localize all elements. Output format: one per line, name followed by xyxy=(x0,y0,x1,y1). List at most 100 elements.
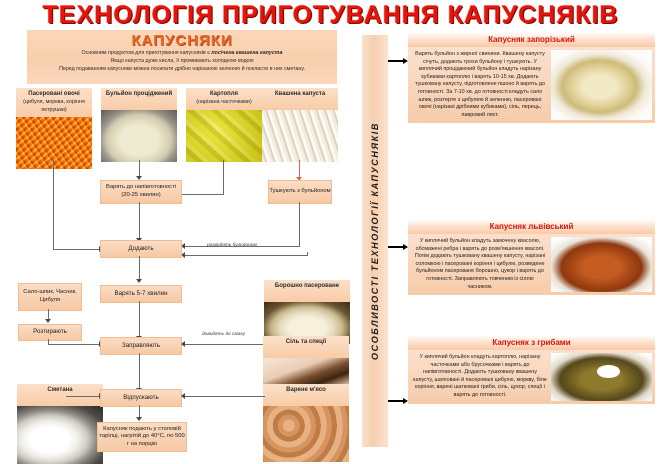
step-final-serving: Капусняк подають у столовій тарілці, наг… xyxy=(97,422,187,452)
flow-line-stew-left xyxy=(185,246,300,248)
ingredient-caption: Варене м'ясо xyxy=(263,384,349,406)
flow-line-kraut-down xyxy=(299,160,301,179)
arrowhead-recipe-1 xyxy=(403,57,408,64)
recipe-title: Капусняк запорізький xyxy=(408,32,655,47)
flow-line-lard-down xyxy=(48,309,50,321)
arrowhead-to-add-right-1 xyxy=(181,243,185,249)
ingredient-photo xyxy=(262,110,338,162)
recipe-panel-zaporizkyi: Капусняк запорізький Варять бульйон з жи… xyxy=(408,32,655,124)
intro-line-1: Основним продуктом для приготування капу… xyxy=(27,49,337,57)
recipe-photo xyxy=(551,353,652,401)
flow-line-spices-left xyxy=(185,344,265,346)
recipe-photo xyxy=(551,50,652,121)
recipe-text: У киплячий бульйон кладуть картоплю, нар… xyxy=(413,354,547,398)
arrowhead-to-boil xyxy=(136,176,142,180)
recipe-title: Капусняк львівський xyxy=(408,219,655,234)
ingredient-name: Варене м'ясо xyxy=(286,387,326,393)
arrowhead-to-add-right-2 xyxy=(181,252,185,258)
ingredient-caption: Сіль та спеції xyxy=(263,336,349,358)
recipe-panel-z-hrybamy: Капусняк з грибами У киплячий бульйон кл… xyxy=(408,335,655,404)
flow-line-boil-to-add xyxy=(139,202,141,240)
flow-line-smetana-right xyxy=(66,396,100,398)
ingredient-name: Картопля xyxy=(209,91,239,97)
step-label: Варять до напівготовності (20-25 хвилин) xyxy=(105,184,177,198)
ingredient-card-potato: Картопля (нарізана часточками) xyxy=(186,88,262,162)
recipe-title: Капусняк з грибами xyxy=(408,335,655,350)
ingredient-name: Квашена капуста xyxy=(274,91,326,97)
step-label: Додають xyxy=(128,244,154,252)
intro-line-2: Якщо капуста дуже кисла, її промивають х… xyxy=(110,58,254,64)
flow-line-grind-down xyxy=(48,339,50,345)
ingredient-photo xyxy=(16,116,92,169)
step-label: Капусняк подають у столовій тарілці, наг… xyxy=(99,425,185,447)
ingredient-card-vegetables: Пасеровані овочі (цибуля, морква, корінн… xyxy=(16,88,92,169)
flow-line-vegetables-down xyxy=(53,160,55,249)
ingredient-name: Пасеровані овочі xyxy=(28,91,80,97)
step-grind: Розтирають xyxy=(18,324,82,341)
ingredient-name: Сіль та спеції xyxy=(285,339,327,345)
intro-line-1-emphasis: посічена квашена капуста xyxy=(211,50,283,56)
ingredient-caption: Квашена капуста xyxy=(262,88,338,110)
flow-line-boil57-to-season xyxy=(139,301,141,339)
arrowhead-to-final xyxy=(136,417,142,421)
step-stew-with-broth: Тушкують з бульйоном xyxy=(268,180,332,204)
arrowhead-to-grind xyxy=(45,319,51,323)
flow-line-serve-to-final xyxy=(139,405,141,419)
ingredient-card-flour: Борошно пасероване xyxy=(264,280,350,344)
step-add: Додають xyxy=(100,240,182,258)
flow-line-flour-up xyxy=(307,252,309,256)
recipe-text: Варять бульйон з жирної свинини. Квашену… xyxy=(415,51,545,118)
arrowhead-to-serve-right xyxy=(181,393,185,399)
step-label: Заправляють xyxy=(121,341,161,349)
arrowhead-to-boil57 xyxy=(136,279,142,283)
ingredient-caption: Картопля (нарізана часточками) xyxy=(186,88,262,110)
ingredient-caption: Борошно пасероване xyxy=(264,280,350,302)
arrowhead-recipe-2 xyxy=(403,243,408,250)
flow-line-potato-down xyxy=(223,160,225,195)
step-label: Розтирають xyxy=(33,328,67,336)
ingredient-card-boiled-meat: Варене м'ясо xyxy=(263,384,349,462)
ingredient-subtitle: (нарізана часточками) xyxy=(196,99,252,106)
ingredient-card-sauerkraut: Квашена капуста xyxy=(262,88,338,162)
connector-to-recipe-1 xyxy=(388,60,404,62)
step-label: Тушкують з бульйоном xyxy=(269,188,331,195)
recipe-panel-lvivskyi: Капусняк львівський У киплячий бульйон к… xyxy=(408,219,655,296)
page-title: ТЕХНОЛОГІЯ ПРИГОТУВАННЯ КАПУСНЯКІВ xyxy=(42,1,619,29)
connector-to-recipe-2 xyxy=(388,246,404,248)
vertical-section-band: ОСОБЛИВОСТІ ТЕХНОЛОГІЇ КАПУСНЯКІВ xyxy=(362,35,388,447)
step-boil-until-half-done: Варять до напівготовності (20-25 хвилин) xyxy=(100,180,182,204)
arrowhead-recipe-3 xyxy=(403,397,408,404)
arrowhead-to-stew xyxy=(296,177,302,181)
recipe-body: У киплячий бульйон кладуть замочену квас… xyxy=(408,234,655,296)
ingredient-caption: Бульйон проціджений xyxy=(101,88,177,110)
flow-line-broth-down xyxy=(139,160,141,178)
flow-line-flour-left xyxy=(185,255,308,257)
note-bring-to-taste: доводять до смаку xyxy=(202,332,246,337)
intro-panel: КАПУСНЯКИ Основним продуктом для приготу… xyxy=(27,30,337,84)
arrowhead-to-season-right xyxy=(181,341,185,347)
recipe-body: Варять бульйон з жирної свинини. Квашену… xyxy=(408,47,655,124)
flow-line-meat-left xyxy=(185,396,265,398)
ingredient-lard-garlic-onion: Сало-шпик, Часник, Цибуля xyxy=(18,283,82,311)
recipe-photo xyxy=(551,237,652,293)
ingredient-photo xyxy=(17,406,103,464)
recipe-text: У киплячий бульйон кладуть замочену квас… xyxy=(414,238,546,290)
ingredient-name: Бульйон проціджений xyxy=(105,91,173,97)
ingredient-name: Сметана xyxy=(47,387,73,393)
flow-line-vegetables-right xyxy=(53,249,100,251)
intro-line-3: Перед подаванням капусняки можна посипат… xyxy=(59,66,305,72)
note-dilute-with-broth: розводять бульйоном xyxy=(207,243,257,248)
ingredient-caption: Пасеровані овочі (цибуля, морква, корінн… xyxy=(16,88,92,117)
ingredient-name: Борошно пасероване xyxy=(274,283,340,289)
step-boil-5-7-min: Варять 5-7 хвилин xyxy=(100,285,182,303)
recipe-body: У киплячий бульйон кладуть картоплю, нар… xyxy=(408,350,655,404)
ingredient-photo xyxy=(101,110,177,162)
ingredient-caption: Сметана xyxy=(17,384,103,406)
flow-line-stew-down xyxy=(299,202,301,247)
connector-to-recipe-3 xyxy=(388,400,404,402)
ingredient-photo xyxy=(263,406,349,462)
ingredient-label: Сало-шпик, Часник, Цибуля xyxy=(23,289,77,303)
ingredient-photo xyxy=(186,110,262,162)
flow-line-grind-right xyxy=(48,344,100,346)
